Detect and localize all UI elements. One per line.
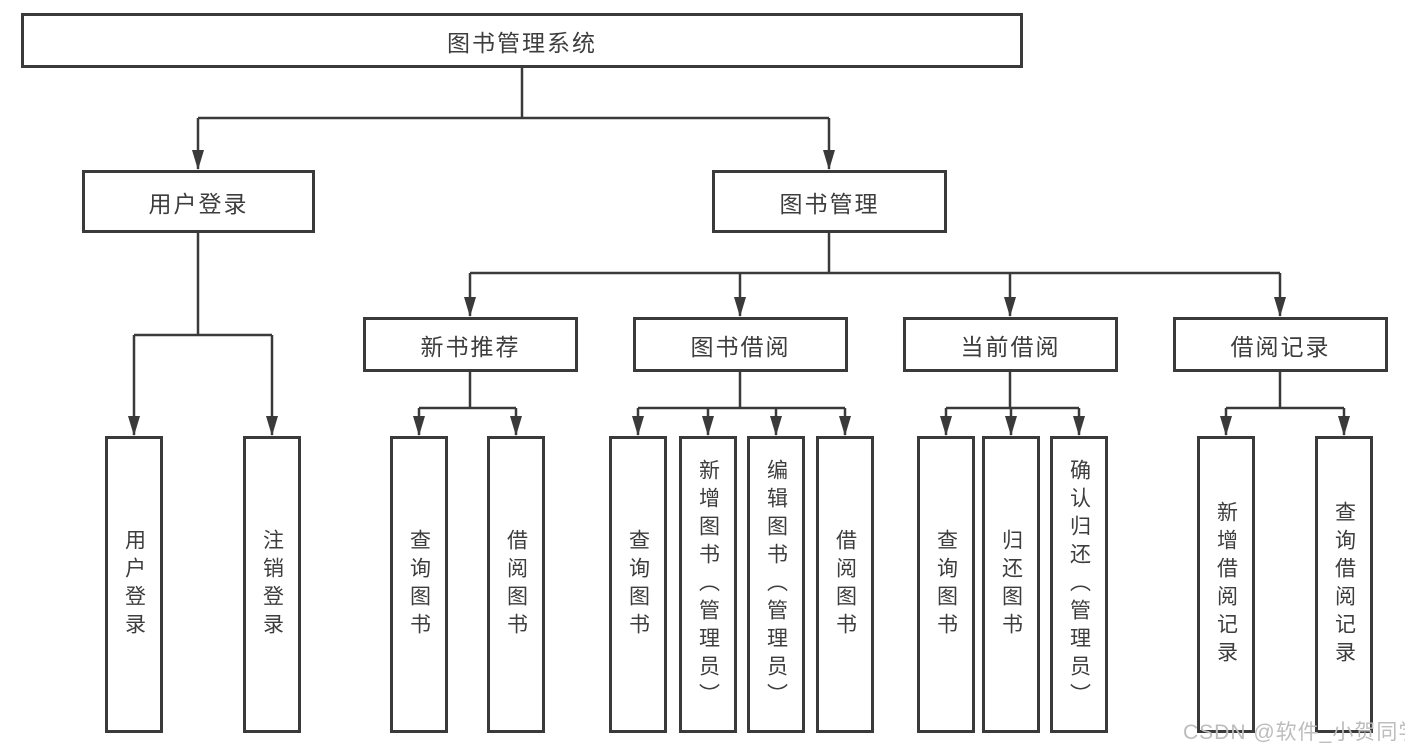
node-label: 查询图书: [934, 528, 958, 641]
leaf-query-books-current: 查询图书: [917, 436, 975, 733]
node-label: 注销登录: [260, 528, 284, 641]
leaf-edit-book-admin: 编辑图书（管理员）: [747, 436, 805, 733]
node-book-management: 图书管理: [712, 170, 947, 233]
node-label: 新书推荐: [420, 333, 521, 360]
leaf-confirm-return-admin: 确认归还（管理员）: [1050, 436, 1108, 733]
leaf-query-books-borrow: 查询图书: [609, 436, 667, 733]
node-label: 图书管理: [779, 190, 880, 217]
node-new-book-recommend: 新书推荐: [363, 317, 578, 372]
node-label: 归还图书: [999, 528, 1023, 641]
leaf-add-book-admin: 新增图书（管理员）: [679, 436, 737, 733]
node-book-borrow: 图书借阅: [633, 317, 848, 372]
leaf-logout: 注销登录: [243, 436, 301, 733]
node-label: 图书管理系统: [447, 29, 597, 56]
node-label: 借阅图书: [504, 528, 528, 641]
leaf-borrow-books-borrow: 借阅图书: [816, 436, 874, 733]
node-label: 用户登录: [122, 528, 146, 641]
node-label: 编辑图书（管理员）: [764, 458, 788, 711]
node-label: 查询图书: [626, 528, 650, 641]
node-label: 图书借阅: [690, 333, 791, 360]
node-user-login: 用户登录: [82, 170, 315, 233]
node-label: 新增借阅记录: [1214, 500, 1238, 669]
node-label: 借阅图书: [833, 528, 857, 641]
node-current-borrow: 当前借阅: [903, 317, 1118, 372]
node-label: 查询借阅记录: [1332, 500, 1356, 669]
node-label: 借阅记录: [1230, 333, 1331, 360]
node-label: 确认归还（管理员）: [1067, 458, 1091, 711]
leaf-query-books-recommend: 查询图书: [390, 436, 448, 733]
leaf-borrow-books-recommend: 借阅图书: [487, 436, 545, 733]
csdn-watermark: CSDN @软件_小贺同学: [1183, 721, 1405, 744]
node-label: 查询图书: [407, 528, 431, 641]
leaf-query-borrow-record: 查询借阅记录: [1315, 436, 1373, 733]
node-library-management-system: 图书管理系统: [21, 13, 1023, 68]
leaf-return-books: 归还图书: [982, 436, 1040, 733]
node-label: 新增图书（管理员）: [696, 458, 720, 711]
node-label: 当前借阅: [960, 333, 1061, 360]
node-label: 用户登录: [148, 190, 249, 217]
leaf-user-login: 用户登录: [105, 436, 163, 733]
node-borrow-records: 借阅记录: [1173, 317, 1388, 372]
leaf-add-borrow-record: 新增借阅记录: [1197, 436, 1255, 733]
